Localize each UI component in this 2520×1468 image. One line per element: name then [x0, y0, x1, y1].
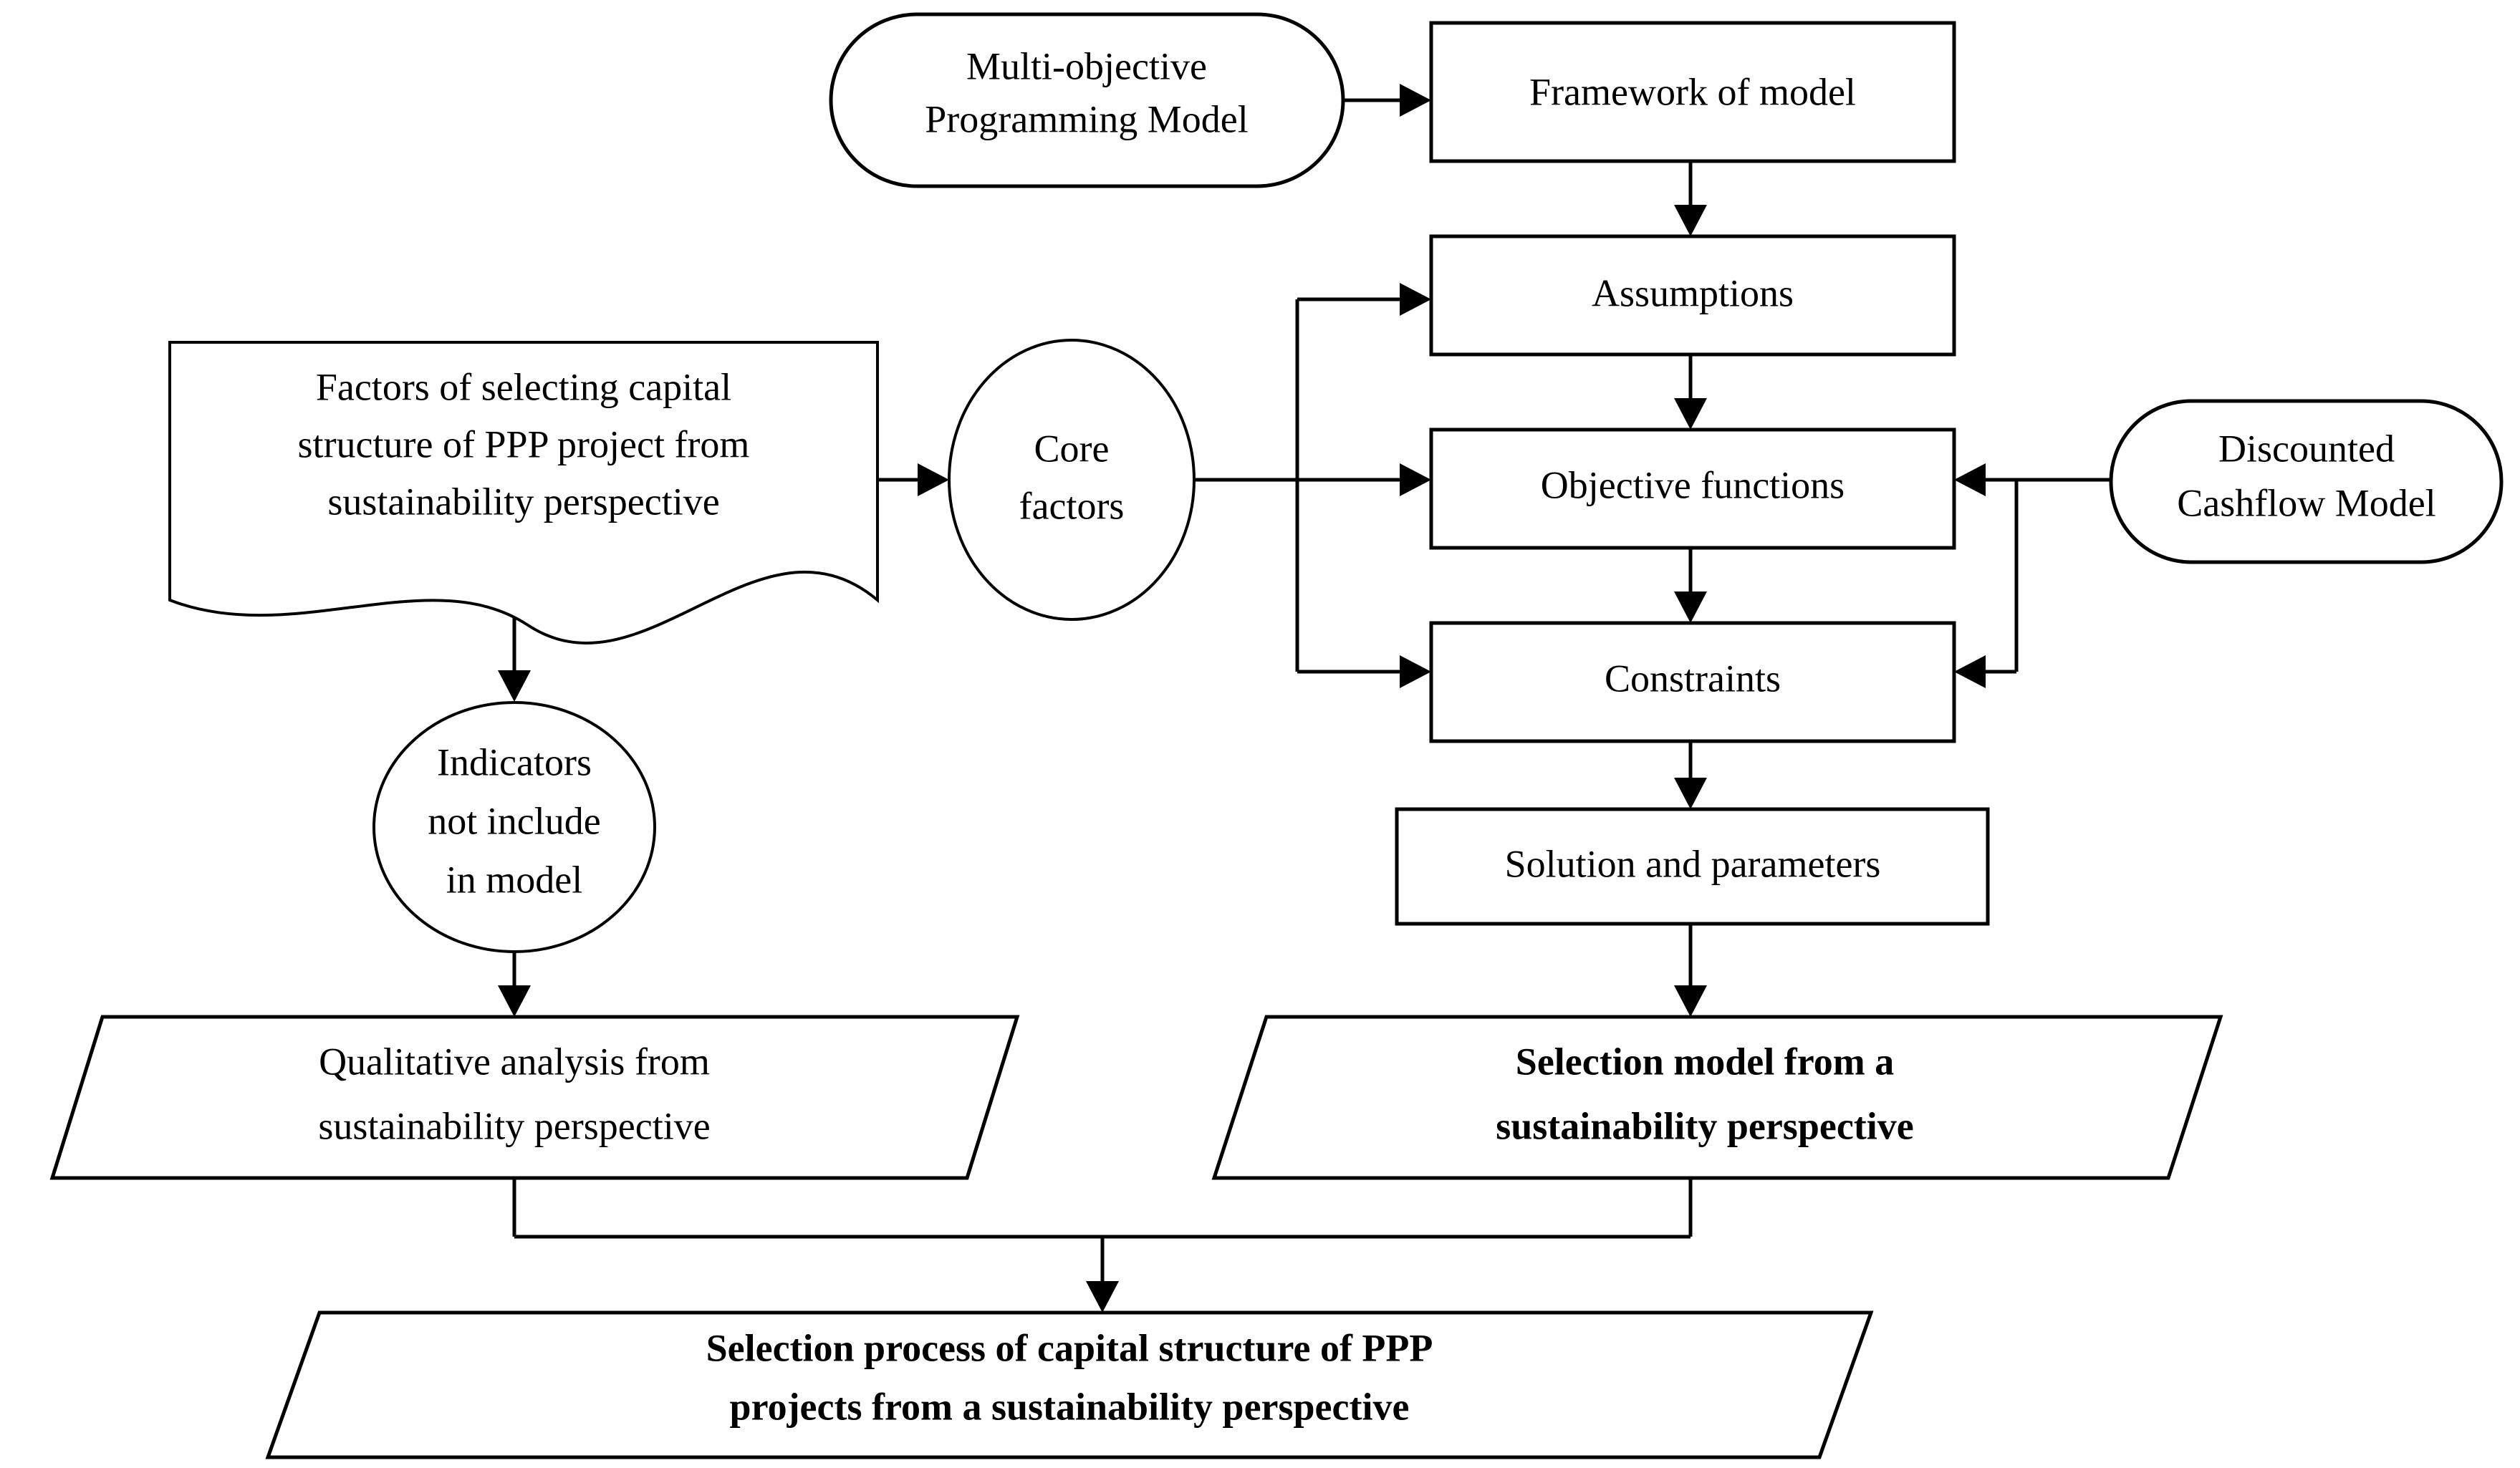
- node-framework-of-model[interactable]: Framework of model: [1429, 21, 1956, 163]
- arrowhead-down-objective: [1674, 398, 1707, 430]
- constraints-label: Constraints: [1605, 657, 1781, 700]
- factors-document-shape[interactable]: [168, 341, 879, 644]
- arrowhead-right-objective: [1400, 463, 1431, 496]
- framework-of-model-shape[interactable]: [1429, 21, 1956, 163]
- qualitative-analysis-label-line1: Qualitative analysis from: [319, 1040, 710, 1083]
- core-factors-label-line2: factors: [1019, 484, 1125, 527]
- qualitative-analysis-label-line2: sustainability perspective: [318, 1104, 710, 1147]
- indicators-not-include-label-line2: not include: [428, 799, 600, 842]
- selection-model-label-line1: Selection model from a: [1516, 1040, 1894, 1083]
- arrowhead-down-qualitative: [498, 985, 531, 1017]
- indicators-not-include-label-line3: in model: [446, 858, 582, 901]
- assumptions-shape[interactable]: [1429, 234, 1956, 357]
- factors-document-label-line2: structure of PPP project from: [298, 422, 750, 465]
- arrowhead-down-solution: [1674, 778, 1707, 809]
- node-factors-document[interactable]: Factors of selecting capital structure o…: [168, 341, 879, 644]
- framework-of-model-label: Framework of model: [1529, 70, 1856, 113]
- multi-objective-model-shape[interactable]: [829, 12, 1345, 188]
- node-assumptions[interactable]: Assumptions: [1429, 234, 1956, 357]
- node-selection-model[interactable]: Selection model from a sustainability pe…: [1211, 1015, 2223, 1180]
- objective-functions-shape[interactable]: [1429, 428, 1956, 550]
- indicators-not-include-shape[interactable]: [372, 701, 656, 953]
- factors-document-label-line3: sustainability perspective: [327, 480, 719, 523]
- selection-model-label-line2: sustainability perspective: [1496, 1104, 1914, 1147]
- solution-and-parameters-label: Solution and parameters: [1505, 842, 1881, 885]
- discounted-cashflow-model-label-line1: Discounted: [2218, 427, 2395, 470]
- arrowhead-left-constraints: [1954, 655, 1986, 688]
- selection-model-shape[interactable]: [1211, 1015, 2223, 1180]
- multi-objective-model-label-line2: Programming Model: [925, 97, 1248, 140]
- node-discounted-cashflow-model[interactable]: Discounted Cashflow Model: [2109, 399, 2504, 564]
- node-indicators-not-include[interactable]: Indicators not include in model: [372, 701, 656, 953]
- edge-layer: [498, 84, 2111, 1313]
- assumptions-label: Assumptions: [1592, 271, 1794, 314]
- arrowhead-right-constraints: [1400, 655, 1431, 688]
- selection-process-label-line1: Selection process of capital structure o…: [706, 1326, 1433, 1369]
- arrowhead-down-indicators: [498, 670, 531, 702]
- arrowhead-right-assumptions: [1400, 283, 1431, 316]
- solution-and-parameters-shape[interactable]: [1395, 807, 1990, 926]
- node-objective-functions[interactable]: Objective functions: [1429, 428, 1956, 550]
- multi-objective-model-label-line1: Multi-objective: [966, 44, 1207, 87]
- selection-process-label-line2: projects from a sustainability perspecti…: [730, 1385, 1410, 1428]
- arrowhead-down-selection-model: [1674, 985, 1707, 1017]
- constraints-shape[interactable]: [1429, 621, 1956, 743]
- objective-functions-label: Objective functions: [1541, 463, 1845, 506]
- node-solution-and-parameters[interactable]: Solution and parameters: [1395, 807, 1990, 926]
- factors-document-label-line1: Factors of selecting capital: [316, 365, 731, 408]
- node-constraints[interactable]: Constraints: [1429, 621, 1956, 743]
- arrowhead-down-constraints: [1674, 591, 1707, 623]
- discounted-cashflow-model-label-line2: Cashflow Model: [2177, 481, 2435, 524]
- node-selection-process[interactable]: Selection process of capital structure o…: [265, 1310, 1874, 1459]
- core-factors-shape[interactable]: [948, 339, 1196, 621]
- arrowhead-right-core: [918, 463, 949, 496]
- qualitative-analysis-shape[interactable]: [49, 1015, 1020, 1180]
- arrowhead-right-framework: [1400, 84, 1431, 117]
- node-qualitative-analysis[interactable]: Qualitative analysis from sustainability…: [49, 1015, 1020, 1180]
- arrowhead-down-selection-process: [1086, 1281, 1119, 1313]
- core-factors-label-line1: Core: [1034, 427, 1110, 470]
- selection-process-shape[interactable]: [265, 1310, 1874, 1459]
- indicators-not-include-label-line1: Indicators: [437, 740, 592, 783]
- arrowhead-left-objective: [1954, 463, 1986, 496]
- arrowhead-down-assumptions: [1674, 205, 1707, 236]
- node-multi-objective-model[interactable]: Multi-objective Programming Model: [829, 12, 1345, 188]
- discounted-cashflow-model-shape[interactable]: [2109, 399, 2504, 564]
- node-core-factors[interactable]: Core factors: [948, 339, 1196, 621]
